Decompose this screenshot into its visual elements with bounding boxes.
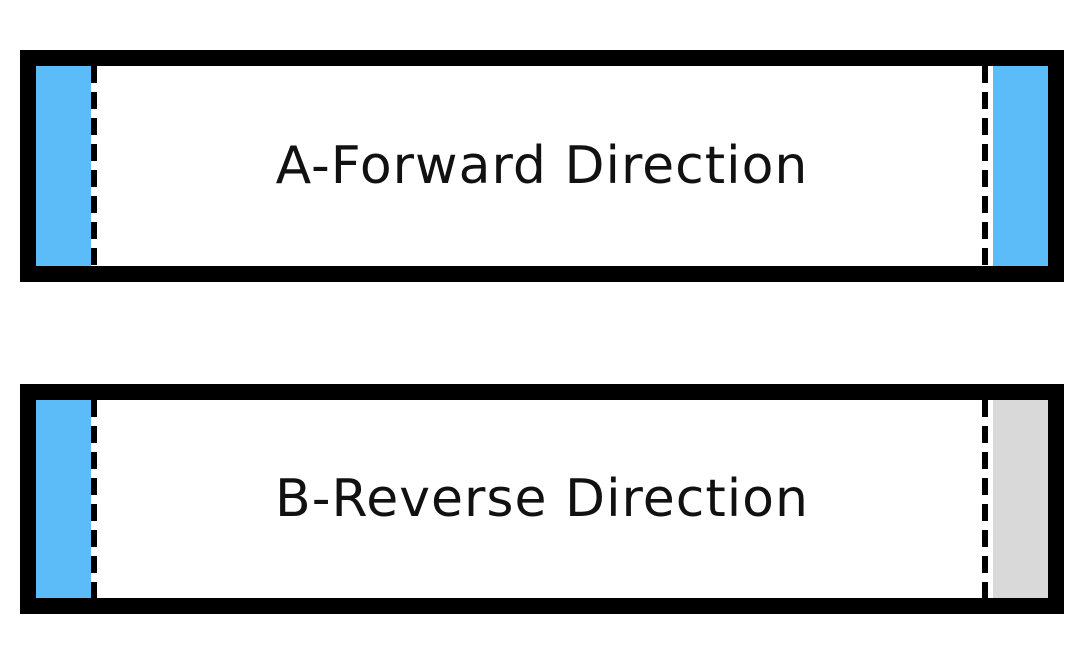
- left-contact-tab: [36, 66, 91, 266]
- cable-label: B-Reverse Direction: [275, 469, 809, 529]
- cable-label: A-Forward Direction: [275, 136, 809, 196]
- left-contact-tab: [36, 400, 91, 598]
- cable-reverse-direction: B-Reverse Direction: [20, 384, 1064, 614]
- right-fold-line: [982, 66, 988, 266]
- right-fold-line: [982, 400, 988, 598]
- right-contact-tab: [993, 66, 1048, 266]
- left-fold-line: [91, 66, 97, 266]
- cable-forward-direction: A-Forward Direction: [20, 50, 1064, 282]
- right-contact-tab: [993, 400, 1048, 598]
- left-fold-line: [91, 400, 97, 598]
